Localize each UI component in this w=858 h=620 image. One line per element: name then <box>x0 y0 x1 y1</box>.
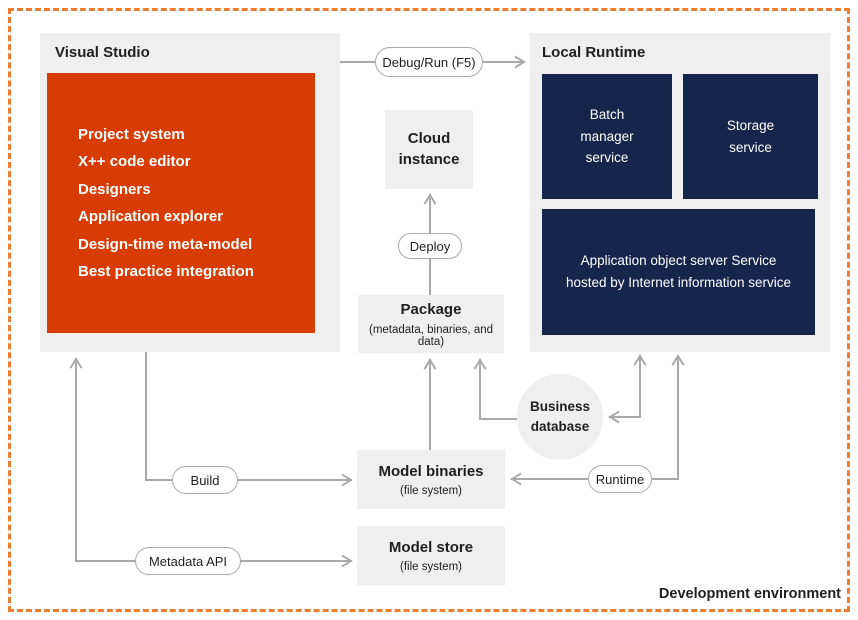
package-subtitle: (metadata, binaries, and data) <box>368 323 494 348</box>
debug-run-connector-label: Debug/Run (F5) <box>375 47 483 77</box>
model-store-subtitle: (file system) <box>400 561 462 574</box>
feature-project-system: Project system <box>78 125 185 143</box>
local-runtime-panel: Local Runtime Batch manager service Stor… <box>530 33 830 352</box>
arrow-business-db-to-package <box>473 358 517 420</box>
storage-service-box: Storage service <box>683 74 818 199</box>
deploy-connector-label: Deploy <box>398 233 462 259</box>
cloud-instance-node: Cloud instance <box>385 110 473 189</box>
feature-design-time-meta-model: Design-time meta-model <box>78 235 253 253</box>
feature-application-explorer: Application explorer <box>78 208 224 225</box>
package-node: Package (metadata, binaries, and data) <box>358 295 504 353</box>
visual-studio-panel: Visual Studio Project system X++ code ed… <box>40 33 340 352</box>
batch-manager-service-box: Batch manager service <box>542 74 672 199</box>
visual-studio-title: Visual Studio <box>55 44 150 61</box>
model-store-node: Model store (file system) <box>357 526 505 585</box>
business-database-node: Business database <box>517 374 603 460</box>
development-environment-label: Development environment <box>658 586 841 602</box>
model-binaries-node: Model binaries (file system) <box>357 450 505 509</box>
arrow-vs-build-to-model-binaries <box>145 351 353 487</box>
package-title: Package <box>400 301 462 319</box>
feature-best-practice-integration: Best practice integration <box>78 263 254 280</box>
feature-designers: Designers <box>78 180 151 198</box>
feature-xpp-code-editor: X++ code editor <box>78 153 191 170</box>
build-connector-label: Build <box>172 466 238 494</box>
model-binaries-subtitle: (file system) <box>400 485 462 498</box>
application-object-server-box: Application object server Service hosted… <box>542 209 815 335</box>
model-binaries-title: Model binaries <box>378 462 484 480</box>
local-runtime-title: Local Runtime <box>542 44 646 61</box>
visual-studio-features-box: Project system X++ code editor Designers… <box>47 73 315 333</box>
model-store-title: Model store <box>388 538 474 556</box>
metadata-api-connector-label: Metadata API <box>135 547 241 575</box>
cloud-instance-label: Cloud instance <box>398 130 460 168</box>
runtime-connector-label: Runtime <box>588 465 652 493</box>
